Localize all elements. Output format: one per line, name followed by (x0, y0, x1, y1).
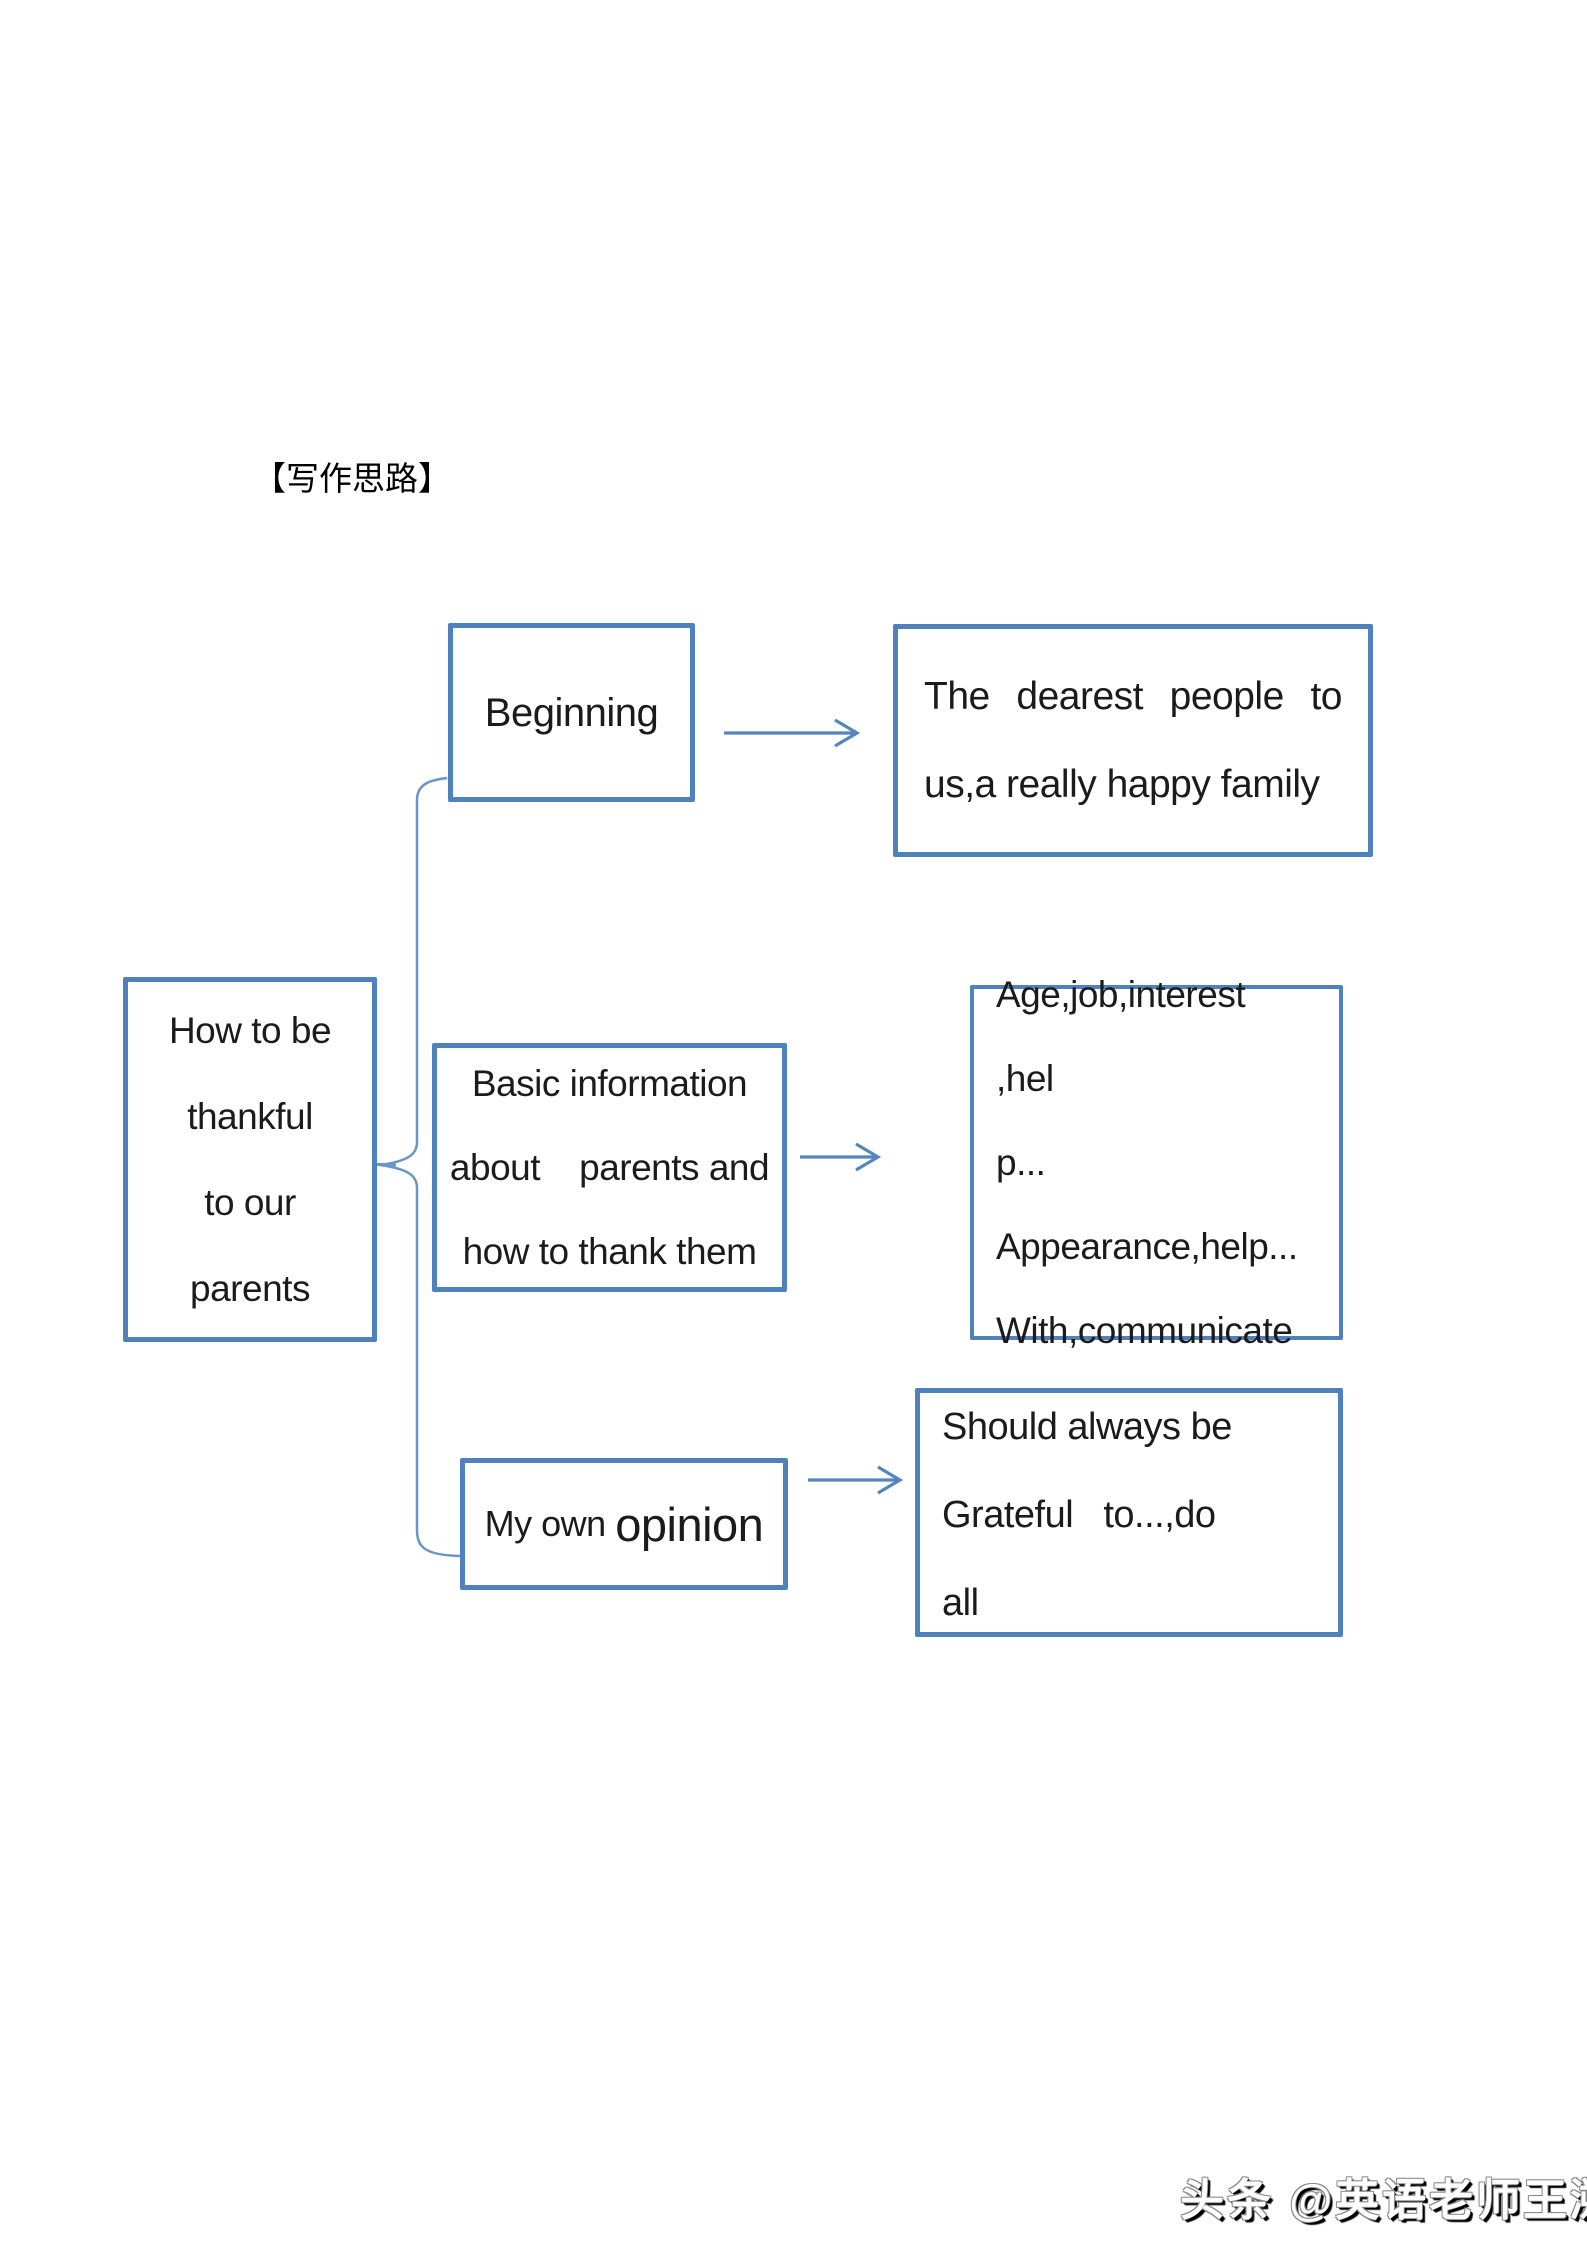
box-line: how to thank them (462, 1230, 757, 1272)
opinion-label-large: opinion (615, 1497, 764, 1551)
detail-arrows (724, 718, 904, 1495)
box-line: Beginning (484, 690, 659, 735)
box-line: Grateful to...,do all (942, 1493, 1297, 1624)
root-topic-box: How to be thankful to our parents (123, 977, 377, 1342)
opinion-label-small: My own (484, 1503, 616, 1544)
box-line: thankful (187, 1095, 313, 1137)
box-line: Should always be (942, 1405, 1232, 1448)
arrow-opinion-head (877, 1465, 904, 1495)
basic-info-box: Basic information about parents and how … (432, 1043, 787, 1292)
box-line: parents (190, 1267, 310, 1309)
box-line: Appearance,help... (996, 1225, 1298, 1267)
box-line: How to be (168, 1009, 332, 1051)
box-line: to our (204, 1181, 296, 1223)
watermark: 头条 @英语老师王溯 (1180, 2176, 1587, 2225)
box-line: Age,job,interest ,hel (996, 973, 1275, 1099)
opinion-detail-box: Should always be Grateful to...,do all (915, 1388, 1343, 1637)
box-line: The dearest people to (924, 674, 1343, 718)
box-line: With,communicate (996, 1309, 1293, 1351)
box-line: p... (996, 1141, 1046, 1183)
box-line: about parents and (449, 1146, 770, 1188)
basic-info-detail-box: Age,job,interest ,hel p... Appearance,he… (970, 974, 1343, 1351)
box-line: us,a really happy family (924, 762, 1320, 806)
beginning-detail-box: The dearest people to us,a really happy … (893, 624, 1373, 857)
arrow-beginning-head (834, 718, 861, 748)
page-title: 【写作思路】 (253, 462, 451, 498)
opinion-box: My own opinion (460, 1458, 788, 1590)
arrow-basic-head (855, 1142, 882, 1172)
beginning-box: Beginning (448, 623, 695, 802)
box-line: Basic information (471, 1062, 748, 1104)
